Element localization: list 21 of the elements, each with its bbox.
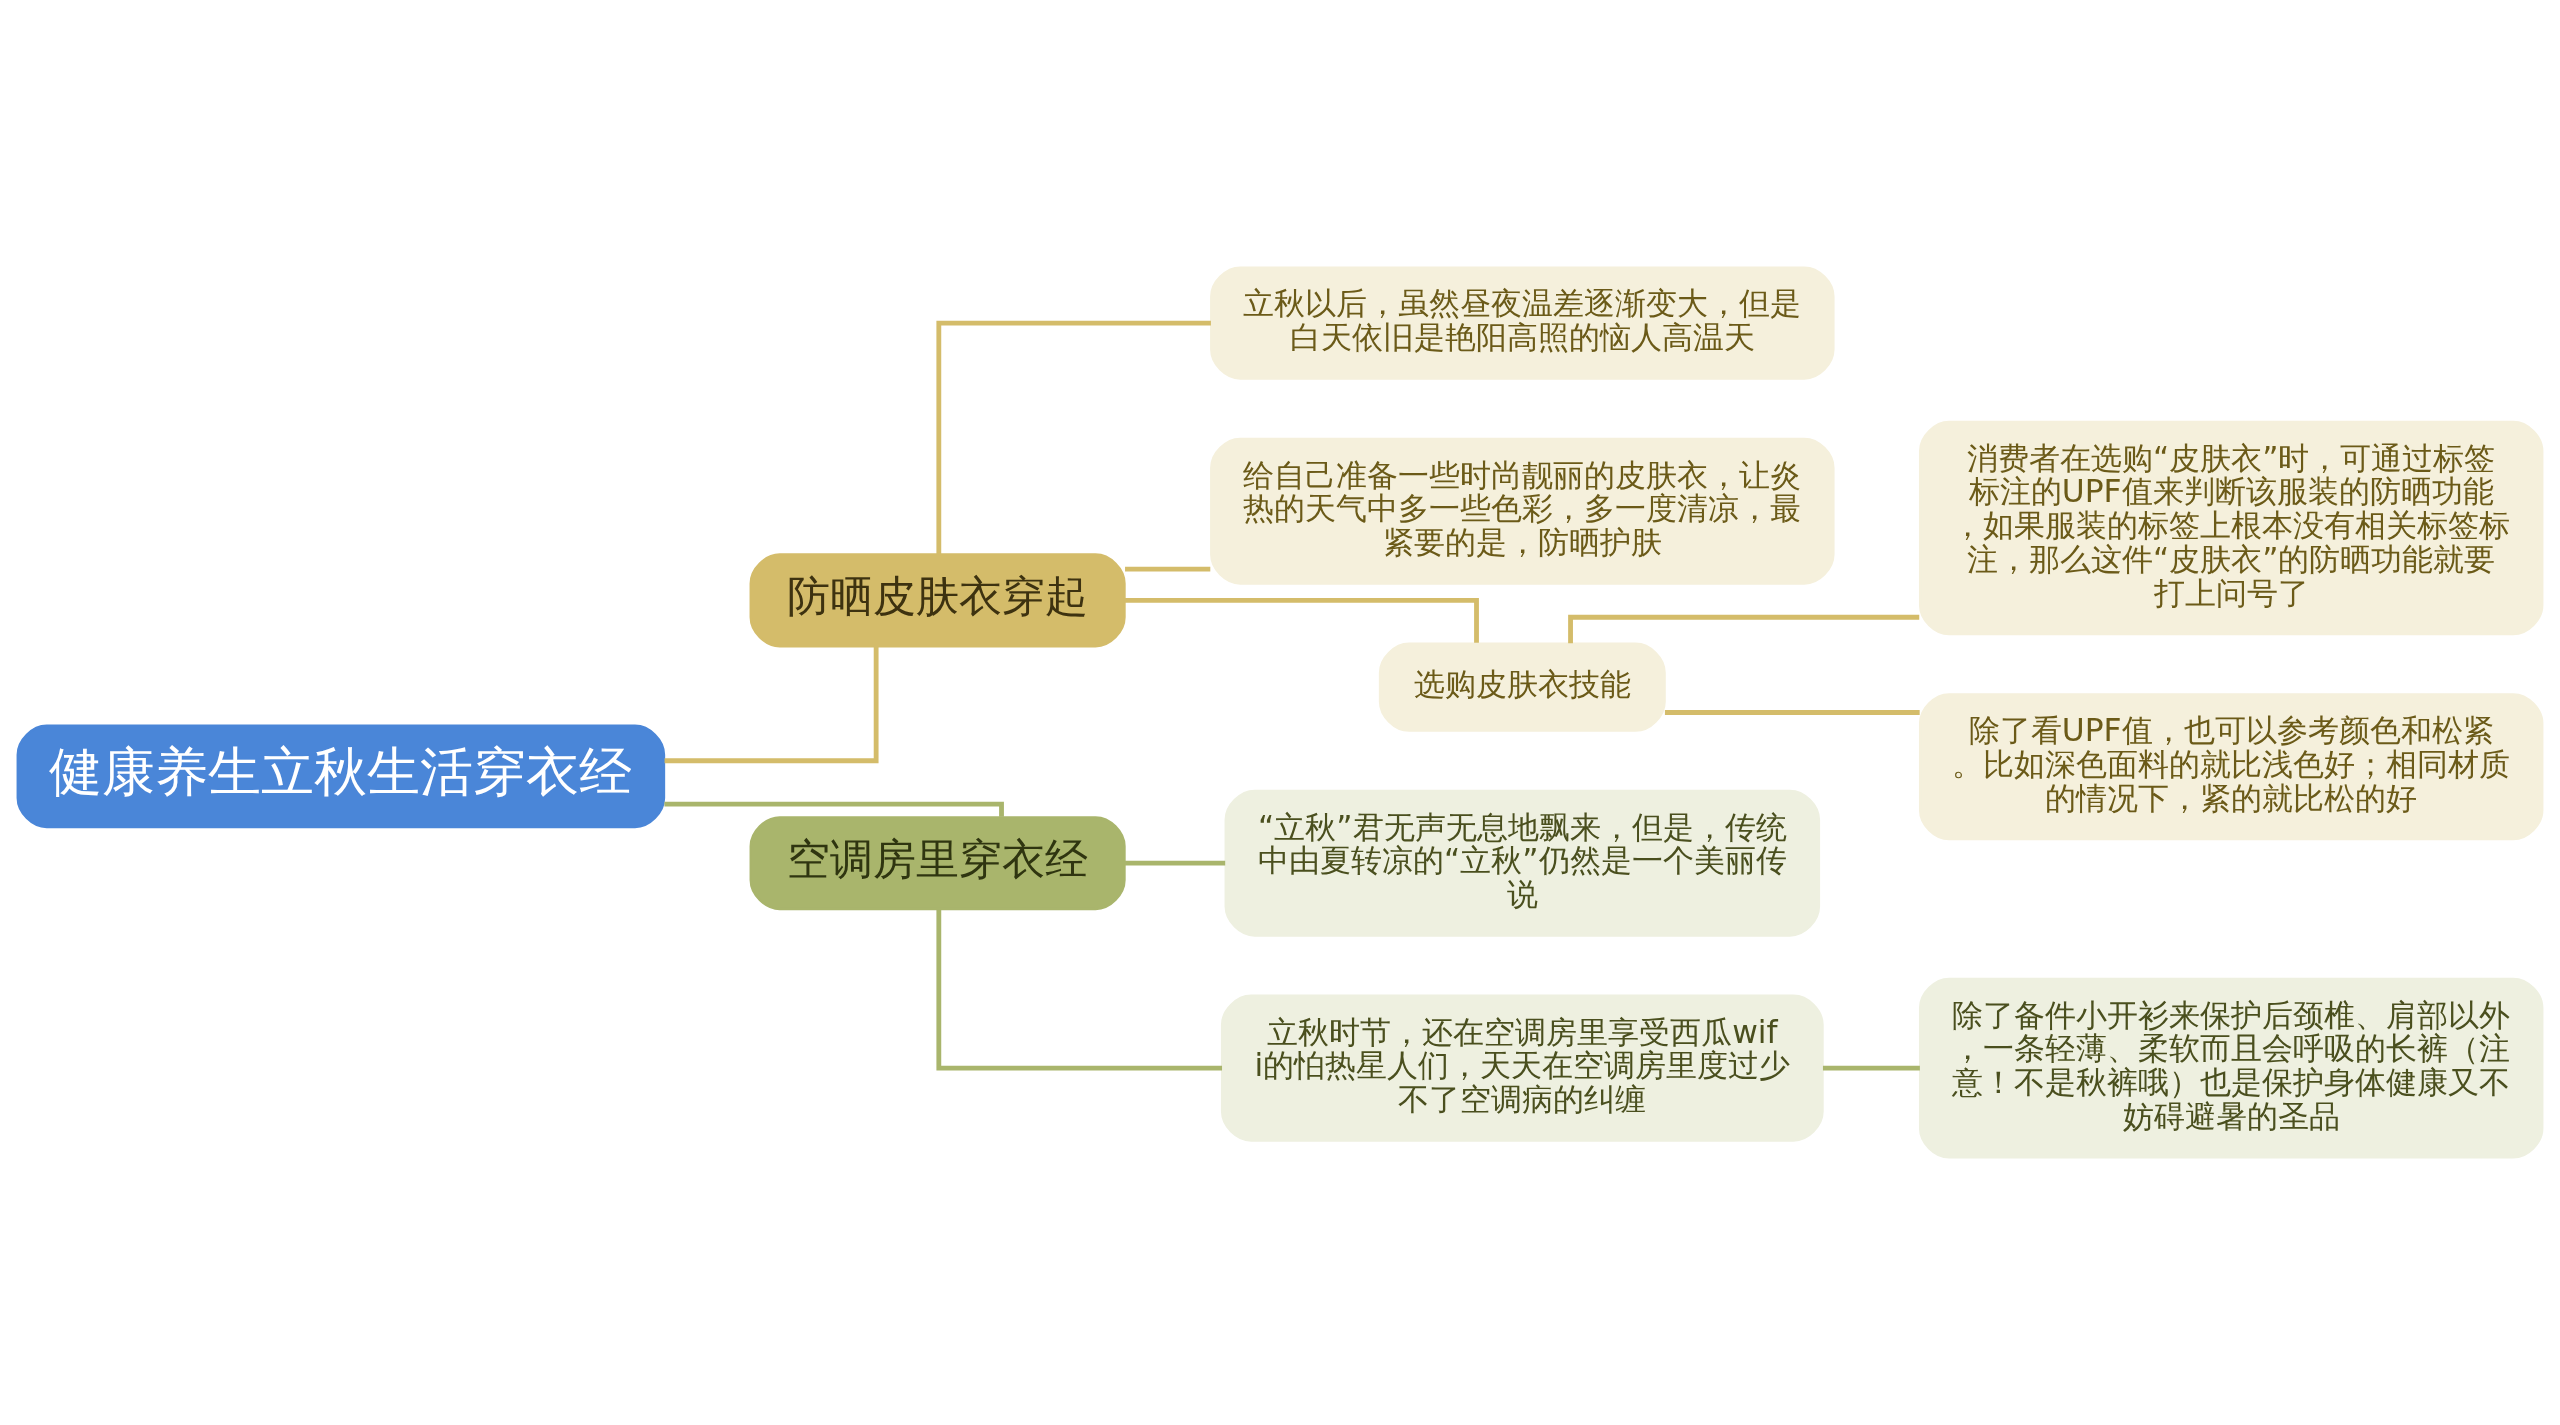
node-box: 除了备件小开衫来保护后颈椎、肩部以外，一条轻薄、柔软而且会呼吸的长裤（注意！不是秋裤哦）也是保护身体健康又不妨碍避暑的圣品 xyxy=(1918,977,2544,1159)
node-box: 防晒皮肤衣穿起 xyxy=(749,553,1126,648)
connector xyxy=(936,320,1211,554)
connector xyxy=(1125,860,1226,866)
connector xyxy=(664,646,879,764)
node-box: “立秋”君无声无息地飘来，但是，传统中由夏转凉的“立秋”仍然是一个美丽传说 xyxy=(1224,789,1821,937)
connector xyxy=(1822,1065,1920,1071)
node-box: 选购皮肤衣技能 xyxy=(1378,642,1666,732)
connector xyxy=(664,801,1004,817)
node-box: 空调房里穿衣经 xyxy=(749,816,1126,911)
node-box: 除了看UPF值，也可以参考颜色和松紧。比如深色面料的就比浅色好；相同材质的情况下，紧的就比松的好 xyxy=(1918,693,2544,841)
node-box: 消费者在选购“皮肤衣”时，可通过标签标注的UPF值来判断该服装的防晒功能，如果服装的标签上根本没有相关标签标注，那么这件“皮肤衣”的防晒功能就要打上问号了 xyxy=(1918,420,2544,636)
node-box: 立秋时节，还在空调房里享受西瓜wifi的怕热星人们，天天在空调房里度过少不了空调病的纠缠 xyxy=(1220,994,1824,1142)
connector xyxy=(1664,710,1920,715)
node-box: 健康养生立秋生活穿衣经 xyxy=(16,724,666,829)
connector xyxy=(1124,597,1479,643)
node-box: 立秋以后，虽然昼夜温差逐渐变大，但是白天依旧是艳阳高照的恼人高温天 xyxy=(1210,266,1835,380)
connector xyxy=(1568,614,1920,644)
node-box: 给自己准备一些时尚靓丽的皮肤衣，让炎热的天气中多一些色彩，多一度清凉，最紧要的是，防晒护肤 xyxy=(1210,437,1835,585)
connector xyxy=(936,909,1223,1071)
connector xyxy=(1125,566,1211,572)
